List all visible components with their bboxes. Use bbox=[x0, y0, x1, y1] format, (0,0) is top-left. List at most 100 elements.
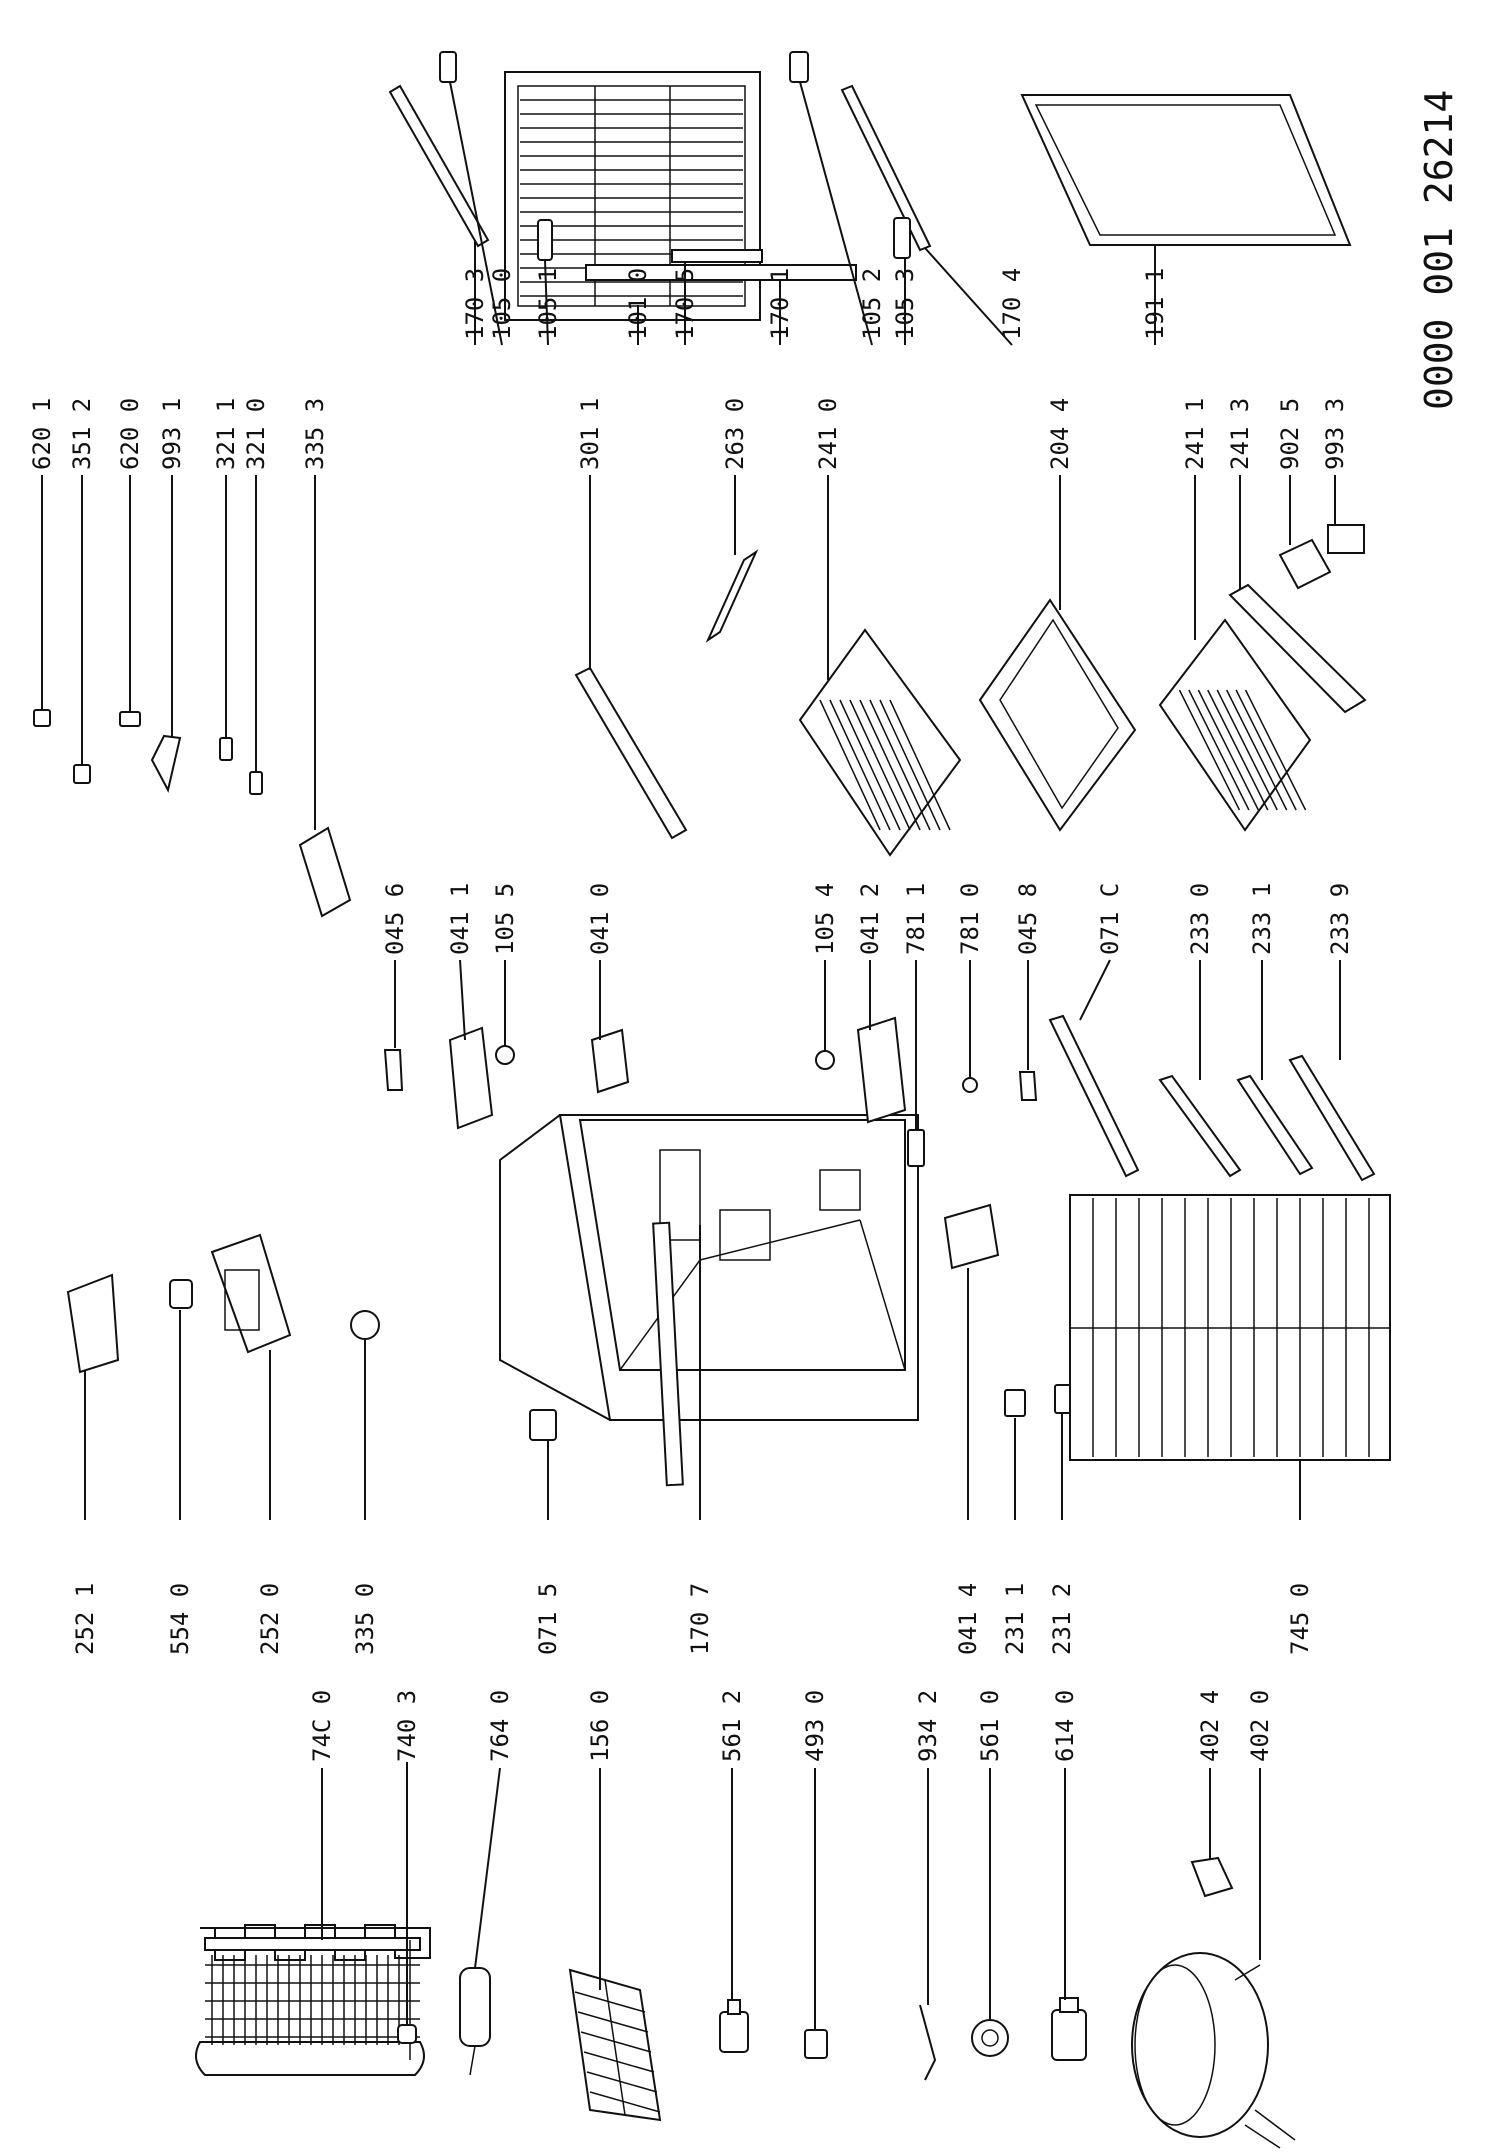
document-code: 0000 001 26214 bbox=[1417, 90, 1461, 410]
part-993-3 bbox=[1327, 524, 1365, 554]
basket-wire bbox=[859, 699, 921, 831]
ice-tray-divider bbox=[604, 1979, 626, 2116]
part-321-0 bbox=[249, 771, 263, 795]
part-number-label: 071 5 bbox=[534, 1583, 562, 1655]
part-number-label: 252 0 bbox=[256, 1583, 284, 1655]
basket-wire bbox=[819, 699, 881, 831]
switch-561-2 bbox=[719, 1999, 749, 2053]
basket-wire bbox=[849, 699, 911, 831]
part-number-label: 321 0 bbox=[242, 398, 270, 470]
part-number-label: 170 1 bbox=[766, 268, 794, 340]
ice-tray-divider bbox=[586, 2071, 658, 2093]
part-number-label: 231 2 bbox=[1048, 1583, 1076, 1655]
part-number-label: 902 5 bbox=[1276, 398, 1304, 470]
basket-wire bbox=[1207, 689, 1269, 811]
part-number-label: 554 0 bbox=[166, 1583, 194, 1655]
part-number-label: 745 0 bbox=[1286, 1583, 1314, 1655]
leader-lines bbox=[41, 81, 1341, 2030]
part-number-label: 105 1 bbox=[534, 268, 562, 340]
ice-tray-divider bbox=[577, 2011, 649, 2033]
bushing-105-4 bbox=[815, 1050, 835, 1070]
strip-170-3 bbox=[388, 84, 490, 248]
part-number-label: 041 1 bbox=[446, 883, 474, 955]
part-number-label: 241 3 bbox=[1226, 398, 1254, 470]
part-620-1 bbox=[33, 709, 51, 727]
bracket-071-5 bbox=[529, 1409, 557, 1441]
part-number-label: 105 0 bbox=[488, 268, 516, 340]
bar-301-1 bbox=[574, 666, 688, 840]
basket-wire bbox=[869, 699, 931, 831]
part-number-label: 041 0 bbox=[586, 883, 614, 955]
knob-740-3 bbox=[397, 2024, 417, 2044]
part-number-label: 105 3 bbox=[891, 268, 919, 340]
part-number-label: 351 2 bbox=[68, 398, 96, 470]
knob-335-0 bbox=[350, 1310, 380, 1340]
bushing-105-5 bbox=[495, 1045, 515, 1065]
hinge-041-1 bbox=[448, 1026, 494, 1130]
pin-105-2 bbox=[789, 51, 809, 83]
part-620-0 bbox=[119, 711, 141, 727]
ice-tray-divider bbox=[583, 2051, 655, 2073]
part-number-label: 041 2 bbox=[856, 883, 884, 955]
part-number-label: 493 0 bbox=[801, 1690, 829, 1762]
strip-263-0 bbox=[705, 549, 759, 643]
clip-402-4 bbox=[1190, 1856, 1234, 1898]
part-number-label: 101 0 bbox=[624, 268, 652, 340]
strip-170-5 bbox=[671, 249, 763, 263]
part-number-label: 156 0 bbox=[586, 1690, 614, 1762]
ice-tray bbox=[568, 1968, 662, 2122]
part-321-1 bbox=[219, 737, 233, 761]
hinge-041-2 bbox=[856, 1016, 907, 1124]
bracket-252-1 bbox=[66, 1273, 120, 1374]
part-number-label: 233 0 bbox=[1186, 883, 1214, 955]
part-335-3 bbox=[298, 826, 352, 918]
basket-wire bbox=[1188, 689, 1250, 811]
pin-105-0 bbox=[439, 51, 457, 83]
part-number-label: 934 2 bbox=[914, 1690, 942, 1762]
compressor bbox=[1131, 1952, 1296, 2149]
part-number-label: 105 2 bbox=[858, 268, 886, 340]
part-number-label: 231 1 bbox=[1001, 1583, 1029, 1655]
part-number-label: 561 2 bbox=[718, 1690, 746, 1762]
part-number-label: 620 1 bbox=[28, 398, 56, 470]
part-number-label: 105 4 bbox=[811, 883, 839, 955]
part-number-label: 071 C bbox=[1096, 883, 1124, 955]
part-number-label: 170 3 bbox=[461, 268, 489, 340]
part-241-3 bbox=[1228, 583, 1367, 714]
part-number-label: 170 7 bbox=[686, 1583, 714, 1655]
part-number-label: 781 0 bbox=[956, 883, 984, 955]
part-351-2 bbox=[73, 764, 91, 784]
ice-tray-divider bbox=[574, 1991, 646, 2013]
evaporator-coil bbox=[195, 1924, 431, 2076]
screw-045-8 bbox=[1018, 1071, 1038, 1101]
part-number-label: 335 3 bbox=[301, 398, 329, 470]
strip-170-4 bbox=[840, 84, 932, 252]
basket-wire bbox=[879, 699, 941, 831]
wire-basket-241-0 bbox=[798, 628, 962, 857]
basket-wire bbox=[829, 699, 891, 831]
part-number-label: 045 8 bbox=[1014, 883, 1042, 955]
freezer-cabinet bbox=[499, 1114, 919, 1421]
wire-934-2 bbox=[919, 2004, 937, 2081]
rail-233-9 bbox=[1288, 1054, 1376, 1182]
wire-basket-241-1 bbox=[1158, 618, 1312, 832]
basket-wire bbox=[1244, 689, 1307, 811]
part-number-label: 191 1 bbox=[1141, 268, 1169, 340]
part-number-label: 252 1 bbox=[71, 1583, 99, 1655]
wire-shelf-745-0 bbox=[1069, 1194, 1391, 1461]
part-number-label: 993 3 bbox=[1321, 398, 1349, 470]
part-231-1 bbox=[1004, 1389, 1026, 1417]
basket-wire bbox=[839, 699, 901, 831]
part-number-label: 045 6 bbox=[381, 883, 409, 955]
relay-614-0 bbox=[1051, 1997, 1087, 2061]
rail-071-c bbox=[1048, 1014, 1140, 1178]
rail-233-0 bbox=[1158, 1074, 1242, 1178]
part-number-label: 170 5 bbox=[671, 268, 699, 340]
part-number-label: 561 0 bbox=[976, 1690, 1004, 1762]
part-number-label: 781 1 bbox=[902, 883, 930, 955]
strip-170-7 bbox=[652, 1221, 684, 1487]
